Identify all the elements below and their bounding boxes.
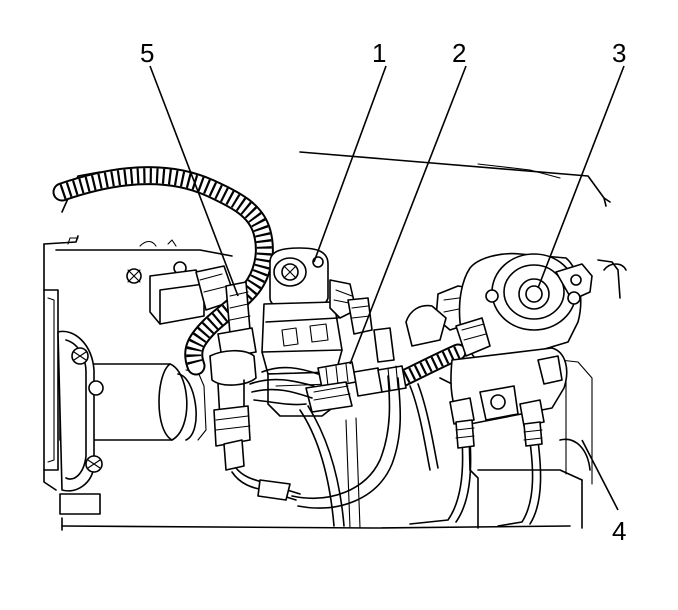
callout-3: 3 [612,38,626,68]
callout-2: 2 [452,38,466,68]
leader-line-1 [313,65,387,263]
starter-motor [57,261,237,492]
tube-lines [291,375,542,529]
pump-motor [405,252,593,449]
callout-4: 4 [612,516,626,546]
callout-1: 1 [372,38,386,68]
inline-connector [249,361,407,413]
callout-5: 5 [140,38,154,68]
leader-line-3 [537,65,625,289]
sensor-connector [209,281,301,501]
leader-line-2 [349,65,467,365]
leader-lines [149,65,625,511]
wire-harness-loom [52,166,467,389]
leader-line-5 [149,65,239,297]
callout-labels: 5 1 2 3 4 [140,38,626,546]
leader-line-4 [581,439,619,511]
